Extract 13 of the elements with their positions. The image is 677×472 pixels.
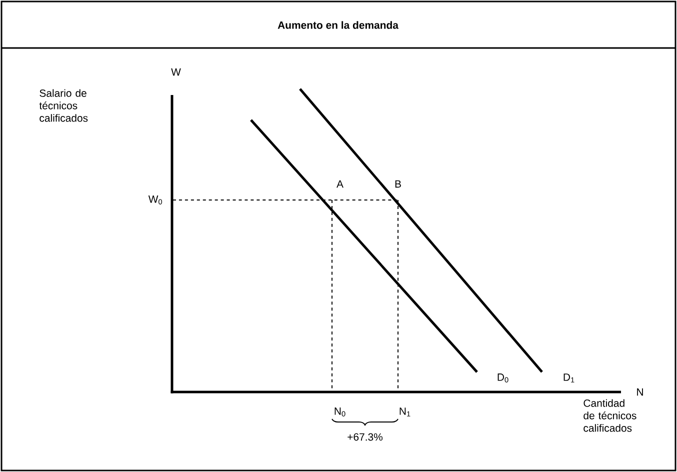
axis-label: +67.3% (348, 433, 382, 441)
title: Aumento en la demanda (278, 21, 398, 29)
axis-label: D$_{0}$ (498, 374, 508, 382)
axis-label: N (637, 388, 643, 396)
axis-label: Cantidad de técnicos calificados (584, 399, 636, 432)
axis-label: N$_{0}$ (334, 408, 346, 416)
axis-label: Salario de técnicos calificados (39, 89, 88, 122)
axis-label: B (395, 180, 401, 188)
axis-label: N$_{1}$ (400, 408, 410, 416)
axis-label: D$_{1}$ (564, 374, 574, 382)
axis-label: W (171, 68, 181, 76)
axis-label: W$_{0}$ (148, 196, 162, 204)
axis-label: A (336, 180, 344, 188)
